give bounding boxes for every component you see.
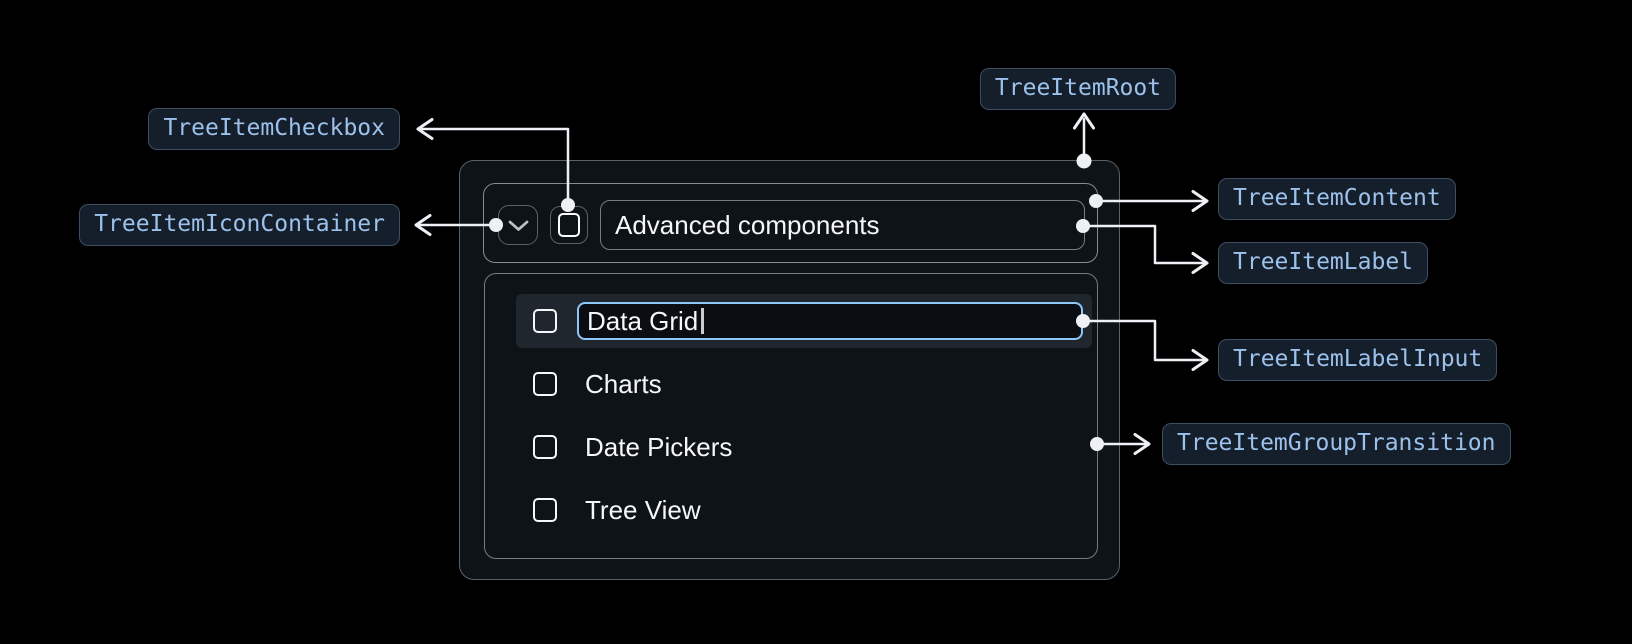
checkbox-unchecked-icon xyxy=(558,213,580,237)
badge-tree-item-label-input: TreeItemLabelInput xyxy=(1218,339,1498,381)
checkbox-unchecked-icon[interactable] xyxy=(533,309,557,333)
tree-row-label: Date Pickers xyxy=(585,431,733,462)
tree-item-content[interactable]: Advanced components xyxy=(483,183,1098,263)
tree-item-checkbox[interactable] xyxy=(550,206,588,244)
tree-row-label: Charts xyxy=(585,368,662,399)
tree-row-date-pickers[interactable]: Date Pickers xyxy=(516,420,1092,474)
tree-row-label: Tree View xyxy=(585,494,701,525)
label-input-value: Data Grid xyxy=(587,305,699,336)
tree-item-group-transition: Data Grid Charts Date Pickers Tree View xyxy=(484,273,1098,559)
checkbox-unchecked-icon[interactable] xyxy=(533,498,557,522)
checkbox-unchecked-icon[interactable] xyxy=(533,435,557,459)
chevron-down-icon xyxy=(508,220,528,231)
tree-item-root: Advanced components Data Grid Charts Dat… xyxy=(459,160,1120,580)
tree-item-label[interactable]: Advanced components xyxy=(600,200,1085,250)
tree-row-tree-view[interactable]: Tree View xyxy=(516,483,1092,537)
tree-item-label-input[interactable]: Data Grid xyxy=(577,302,1083,340)
tree-item-label-text: Advanced components xyxy=(615,209,880,240)
expand-collapse-button[interactable] xyxy=(498,205,538,245)
badge-tree-item-checkbox: TreeItemCheckbox xyxy=(148,108,400,150)
badge-tree-item-content: TreeItemContent xyxy=(1218,178,1456,220)
tree-row-charts[interactable]: Charts xyxy=(516,357,1092,411)
tree-row-data-grid[interactable]: Data Grid xyxy=(516,294,1092,348)
text-caret xyxy=(701,308,704,334)
checkbox-unchecked-icon[interactable] xyxy=(533,372,557,396)
badge-tree-item-root: TreeItemRoot xyxy=(979,68,1177,110)
badge-tree-item-label: TreeItemLabel xyxy=(1218,242,1429,284)
badge-tree-item-group-transition: TreeItemGroupTransition xyxy=(1162,423,1511,465)
badge-tree-item-icon-container: TreeItemIconContainer xyxy=(79,204,400,246)
